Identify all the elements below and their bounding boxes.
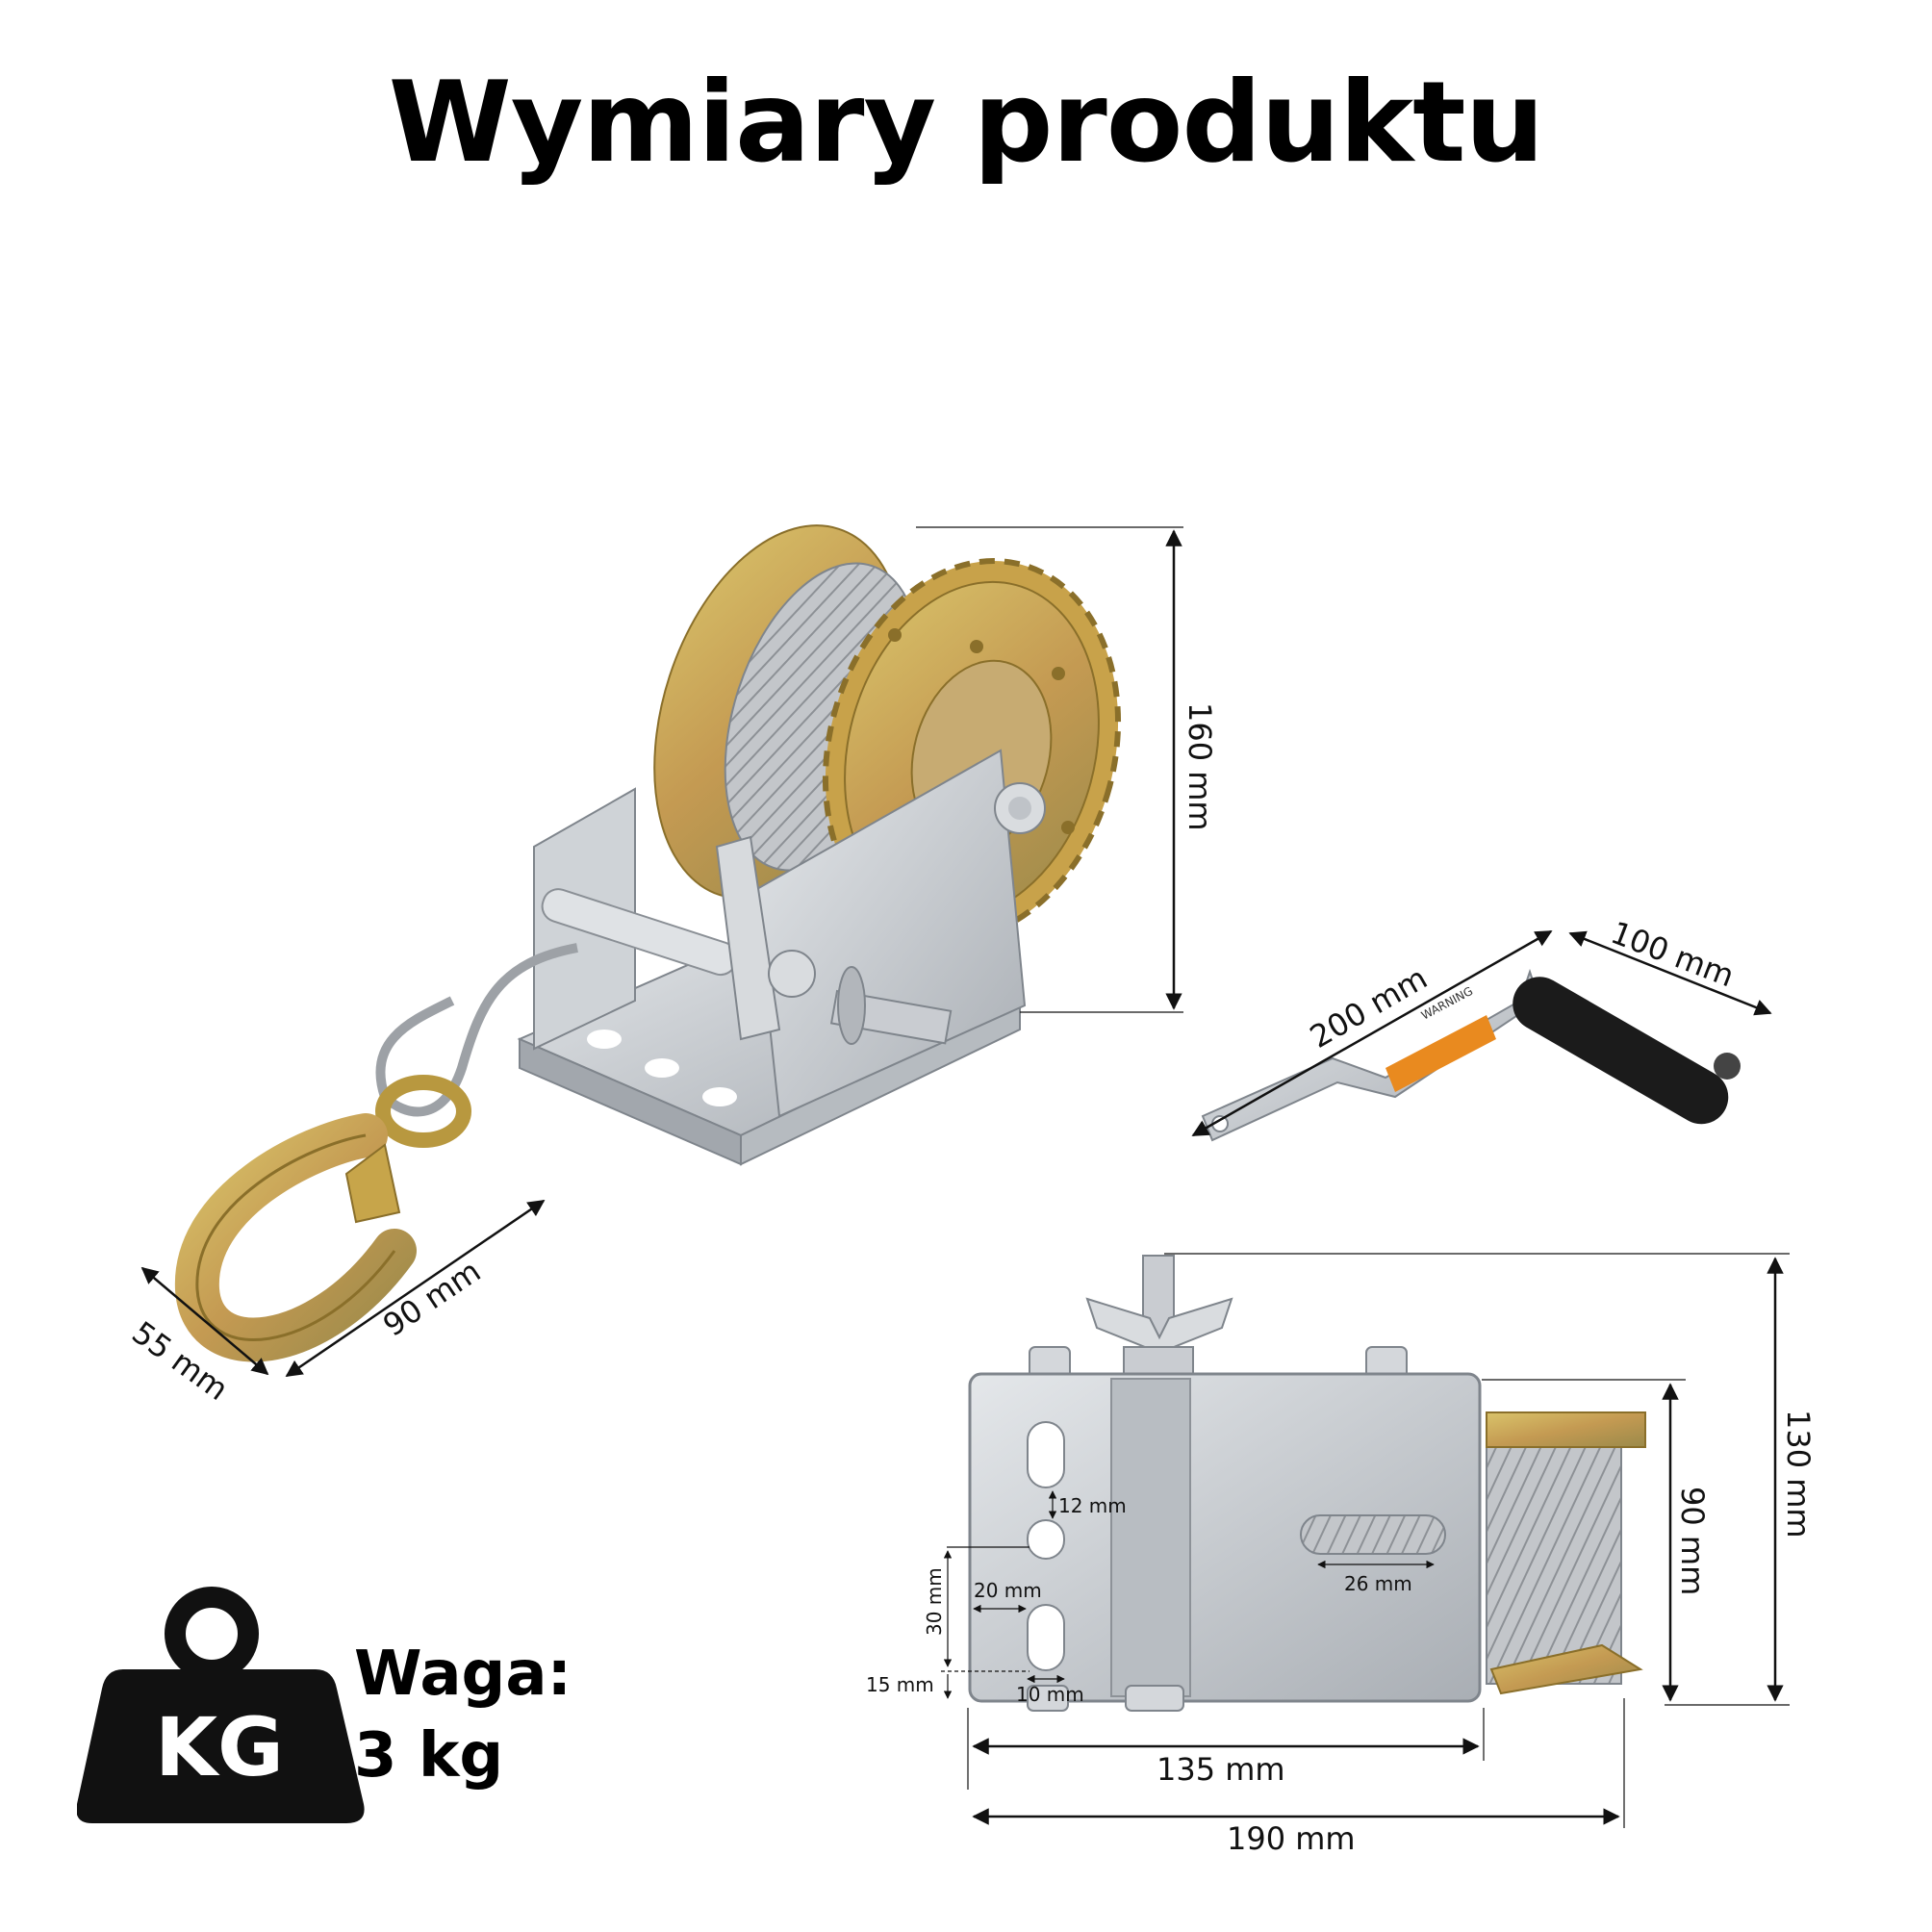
winch-top-view [968, 1255, 1646, 1712]
dim-label-135: 135 mm [1157, 1751, 1285, 1788]
dim-label-30: 30 mm [923, 1567, 946, 1636]
dim-frame-width: 135 mm [967, 1708, 1485, 1790]
weight-icon: KG [77, 1587, 365, 1823]
dim-handle-grip: 100 mm [1568, 914, 1772, 1016]
dim-edge-offset: 15 mm [866, 1670, 1030, 1699]
dim-hole-spacing: 12 mm [1048, 1490, 1127, 1519]
dim-hole-width: 10 mm [1016, 1674, 1084, 1706]
winch-3d-illustration [174, 524, 1122, 1362]
dim-label-200: 200 mm [1304, 959, 1434, 1055]
dim-hole-length: 30 mm [923, 1550, 953, 1667]
crank-handle: WARNING [1201, 968, 1741, 1142]
dim-width-3d: 90 mm [285, 1199, 546, 1378]
dim-total-height: 130 mm [1164, 1253, 1817, 1706]
dim-label-160: 160 mm [1182, 702, 1218, 831]
dim-slot-width: 26 mm [1317, 1560, 1435, 1595]
dim-height-3d: 160 mm [916, 526, 1218, 1013]
dim-label-100: 100 mm [1606, 914, 1739, 994]
dim-label-190: 190 mm [1227, 1820, 1356, 1857]
dim-hole-offset: 20 mm [947, 1546, 1042, 1614]
dim-label-90-top: 90 mm [1674, 1487, 1711, 1595]
dim-handle-length: 200 mm [1191, 929, 1553, 1137]
weight-value: 3 kg [354, 1720, 504, 1792]
dim-label-26: 26 mm [1344, 1572, 1412, 1595]
dim-label-130: 130 mm [1780, 1410, 1817, 1538]
page-title: Wymiary produktu [388, 58, 1544, 188]
dim-label-20: 20 mm [974, 1579, 1042, 1602]
weight-label: Waga: [354, 1639, 572, 1710]
dim-total-width: 190 mm [972, 1698, 1625, 1857]
dim-label-15: 15 mm [866, 1673, 934, 1696]
weight-icon-text: KG [155, 1700, 284, 1794]
dim-label-12: 12 mm [1058, 1494, 1127, 1517]
dim-frame-height: 90 mm [1482, 1379, 1711, 1702]
dim-label-10: 10 mm [1016, 1683, 1084, 1706]
